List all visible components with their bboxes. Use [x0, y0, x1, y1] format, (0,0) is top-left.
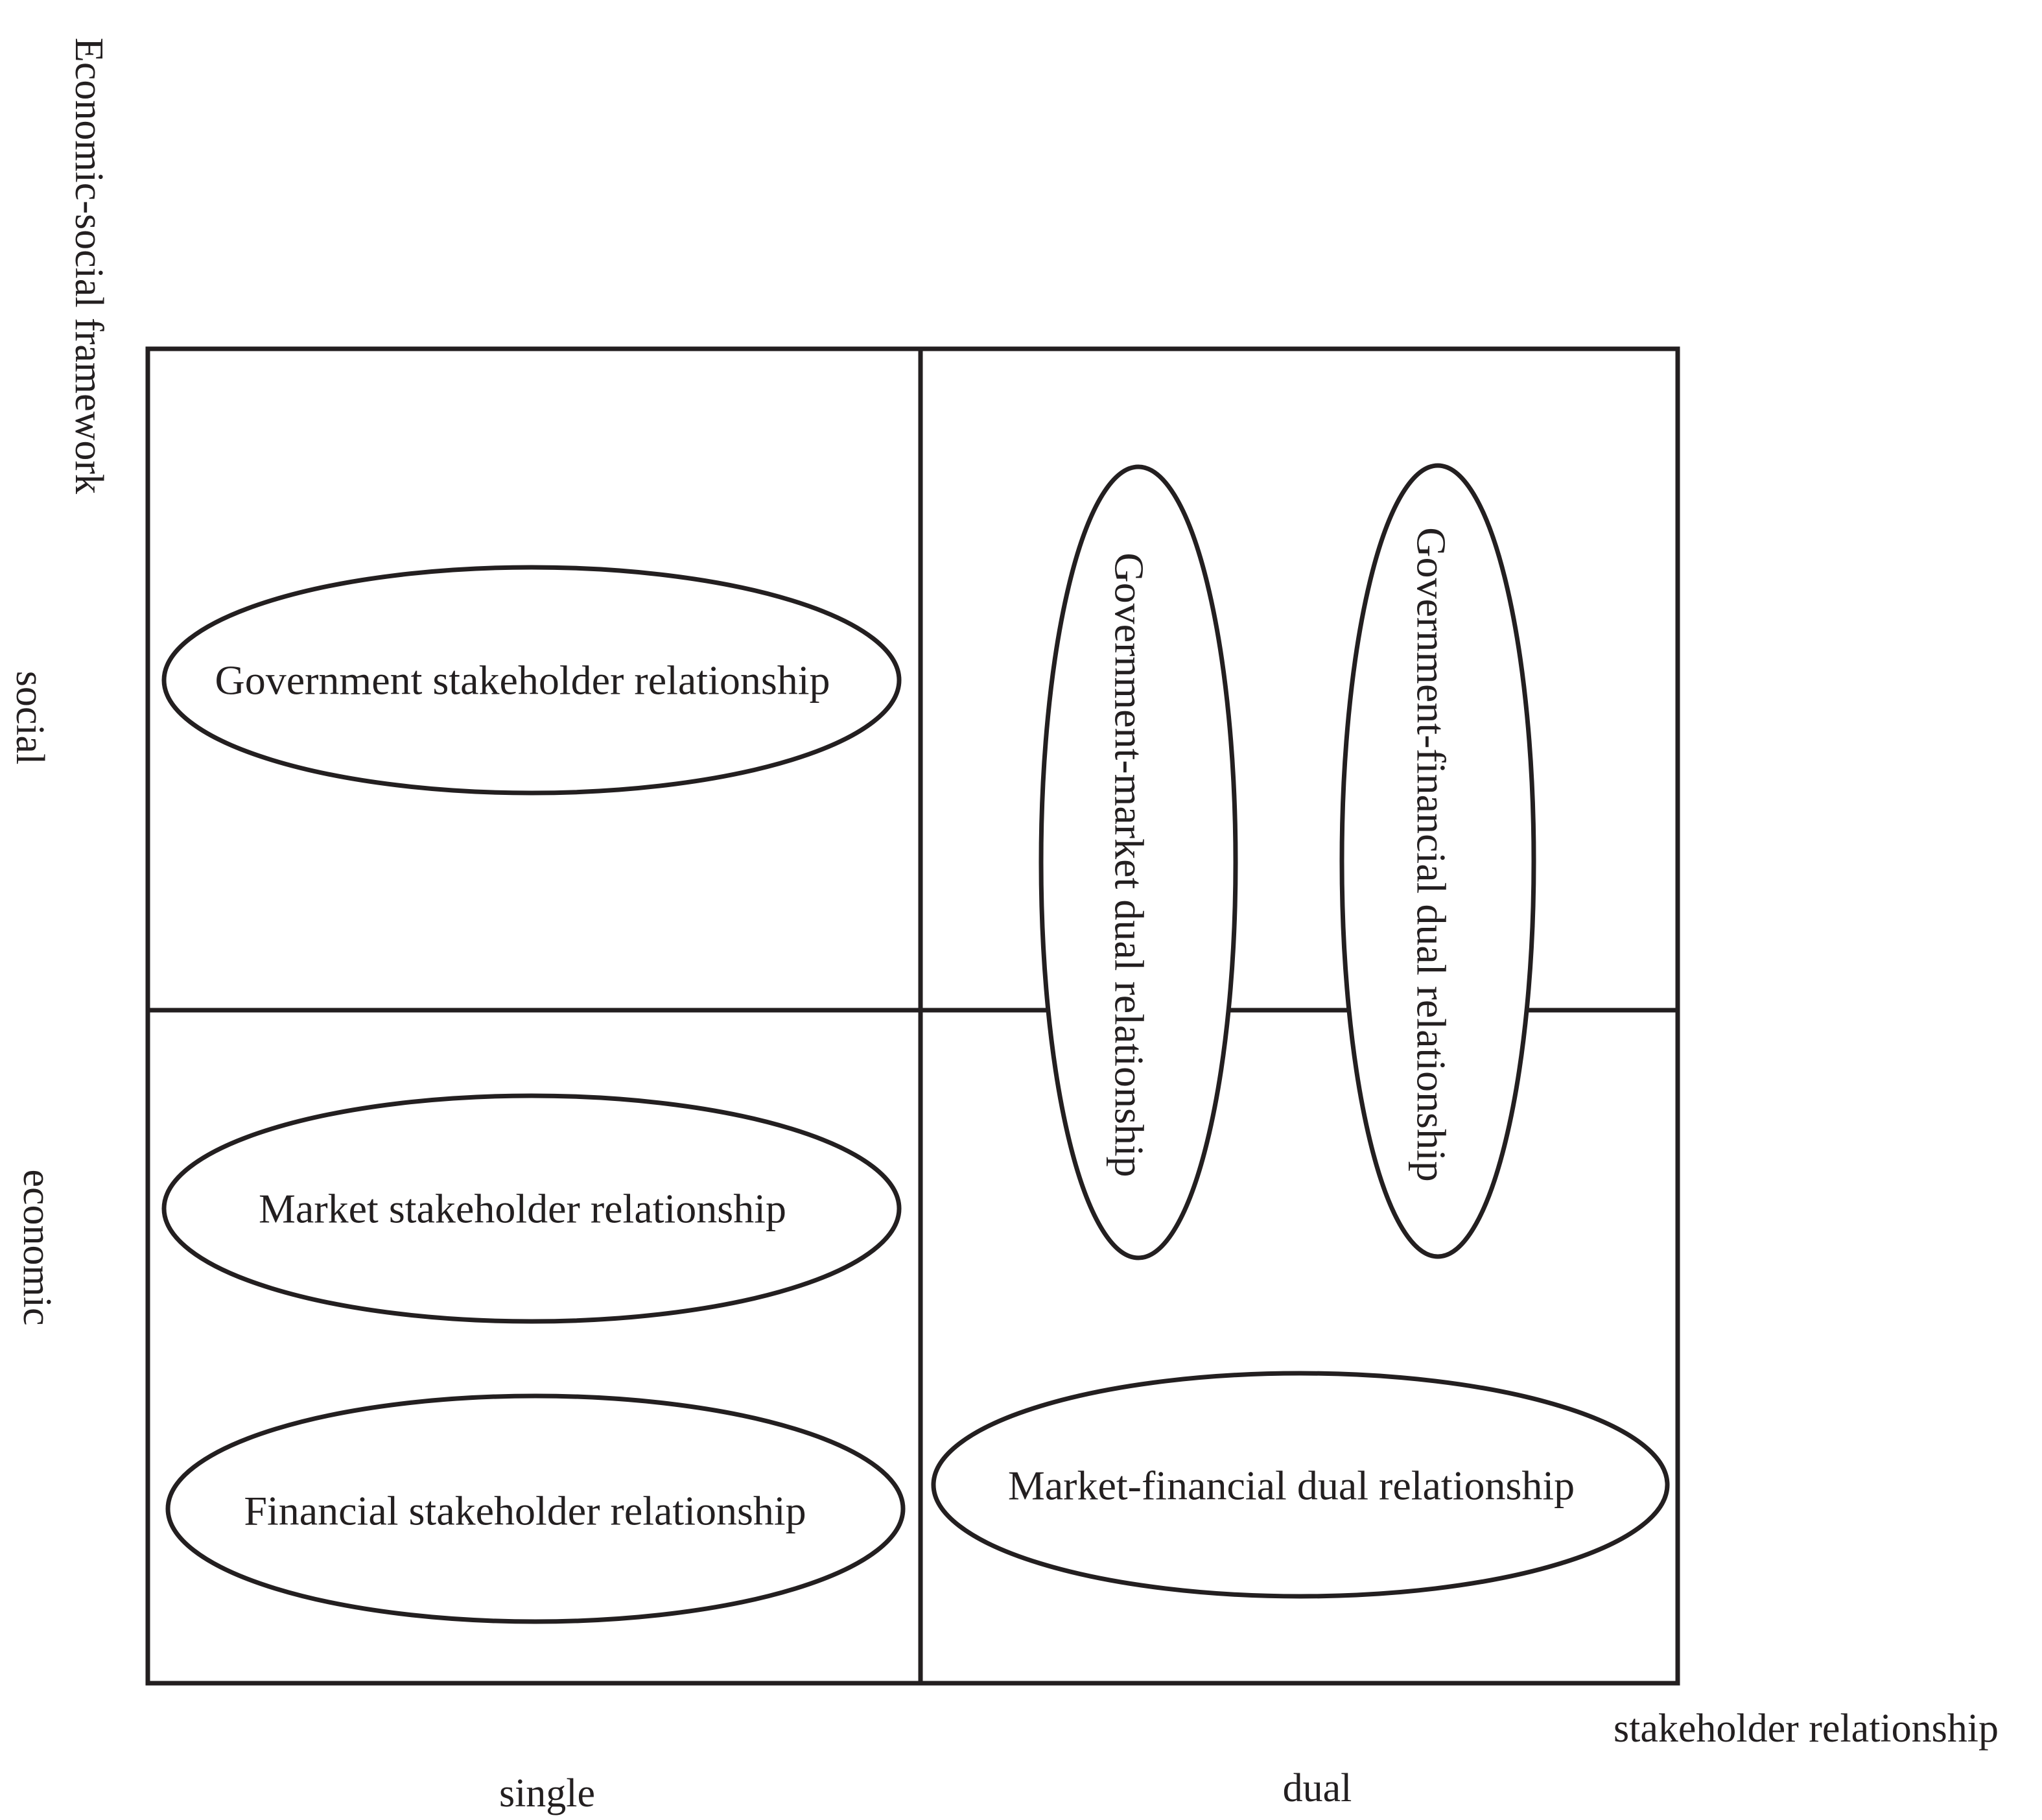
government-financial-relationship-label: Government-financial dual relationship: [1409, 527, 1455, 1181]
market-ellipse: [161, 1093, 902, 1324]
y-level-economic: economic: [15, 1169, 59, 1325]
x-axis-title: stakeholder relationship: [1614, 1707, 1999, 1751]
government-financial-ellipse: [1339, 463, 1536, 1259]
financial-relationship-label: Financial stakeholder relationship: [244, 1488, 806, 1534]
quadrant-frame: [145, 346, 1680, 1686]
x-level-single: single: [499, 1771, 595, 1815]
y-level-social: social: [8, 671, 52, 765]
government-relationship-label: Government stakeholder relationship: [215, 657, 830, 703]
y-axis-title: Economic-social framework: [67, 38, 111, 494]
market-financial-ellipse: [931, 1371, 1670, 1599]
market-relationship-label: Market stakeholder relationship: [259, 1186, 786, 1232]
government-market-relationship-label: Government-market dual relationship: [1107, 552, 1153, 1177]
financial-ellipse: [165, 1393, 906, 1624]
market-financial-relationship-label: Market-financial dual relationship: [1008, 1463, 1575, 1509]
x-level-dual: dual: [1283, 1766, 1352, 1810]
government-ellipse: [161, 565, 902, 796]
government-market-ellipse: [1039, 464, 1238, 1260]
